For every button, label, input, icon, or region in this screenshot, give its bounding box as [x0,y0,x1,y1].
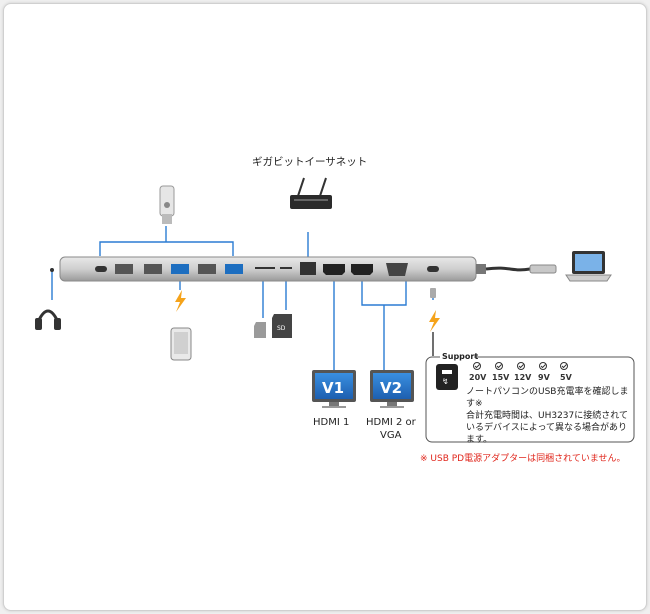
voltage-5v: 5V [560,373,572,382]
hdmi1-label: HDMI 1 [313,417,350,428]
ethernet-label: ギガビットイーサネット [252,156,368,168]
voltage-15v: 15V [492,373,510,382]
svg-text:↯: ↯ [442,377,449,386]
connection-lines [51,226,434,370]
support-title: Support [442,352,479,361]
usb-flash-drive-icon [159,185,175,224]
voltage-20v: 20V [469,373,487,382]
voltage-check-icons [473,362,568,370]
support-note: ノートパソコンのUSB充電率を確認します※ 合計充電時間は、UH3237に接続さ… [466,386,632,446]
usb-c-cable [476,264,557,274]
hdmi-port-icon [351,264,373,275]
microsd-card-icon [254,322,266,338]
monitor-v1-label: V1 [322,379,344,397]
smartphone-icon [170,327,192,361]
usb-c-power-cable [429,288,440,356]
docking-station [50,256,477,282]
monitor-v2-label: V2 [380,379,402,397]
microsd-slot-icon [255,267,275,269]
ethernet-port-icon [300,262,316,275]
power-adapter-icon [436,364,458,390]
usb-a-port-icon [115,264,133,274]
support-note-line2: 合計充電時間は、UH3237に接続されているデバイスによって異なる場合があります… [466,411,628,445]
sd-slot-icon [280,267,292,269]
support-note-line1: ノートパソコンのUSB充電率を確認します※ [466,387,629,409]
usb-a-port-icon [225,264,243,274]
laptop-icon [565,251,612,282]
usb-a-port-icon [198,264,216,274]
adapter-warning: ※ USB PD電源アダプターは同梱されていません。 [420,454,626,464]
monitor-v2: V2 [370,370,414,408]
headphones-icon [35,309,61,330]
charging-bolt-icon [175,290,186,312]
diagram-frame [3,3,647,611]
usb-c-port-icon [95,266,107,272]
monitor-v1: V1 [312,370,356,408]
support-box: ↯ [425,352,635,443]
usb-a-port-icon [171,264,189,274]
sd-card-label: SD [277,325,286,332]
usb-c-pd-port-icon [427,266,439,272]
vga-port-icon [386,263,408,276]
vga-label: VGA [380,430,402,441]
voltage-9v: 9V [538,373,550,382]
usb-a-port-icon [144,264,162,274]
router-icon [290,177,332,209]
hdmi-port-icon [323,264,345,275]
hdmi2-label: HDMI 2 or [366,417,416,428]
sd-card-icon: SD [272,314,292,338]
audio-jack-icon [50,268,54,272]
voltage-12v: 12V [514,373,532,382]
